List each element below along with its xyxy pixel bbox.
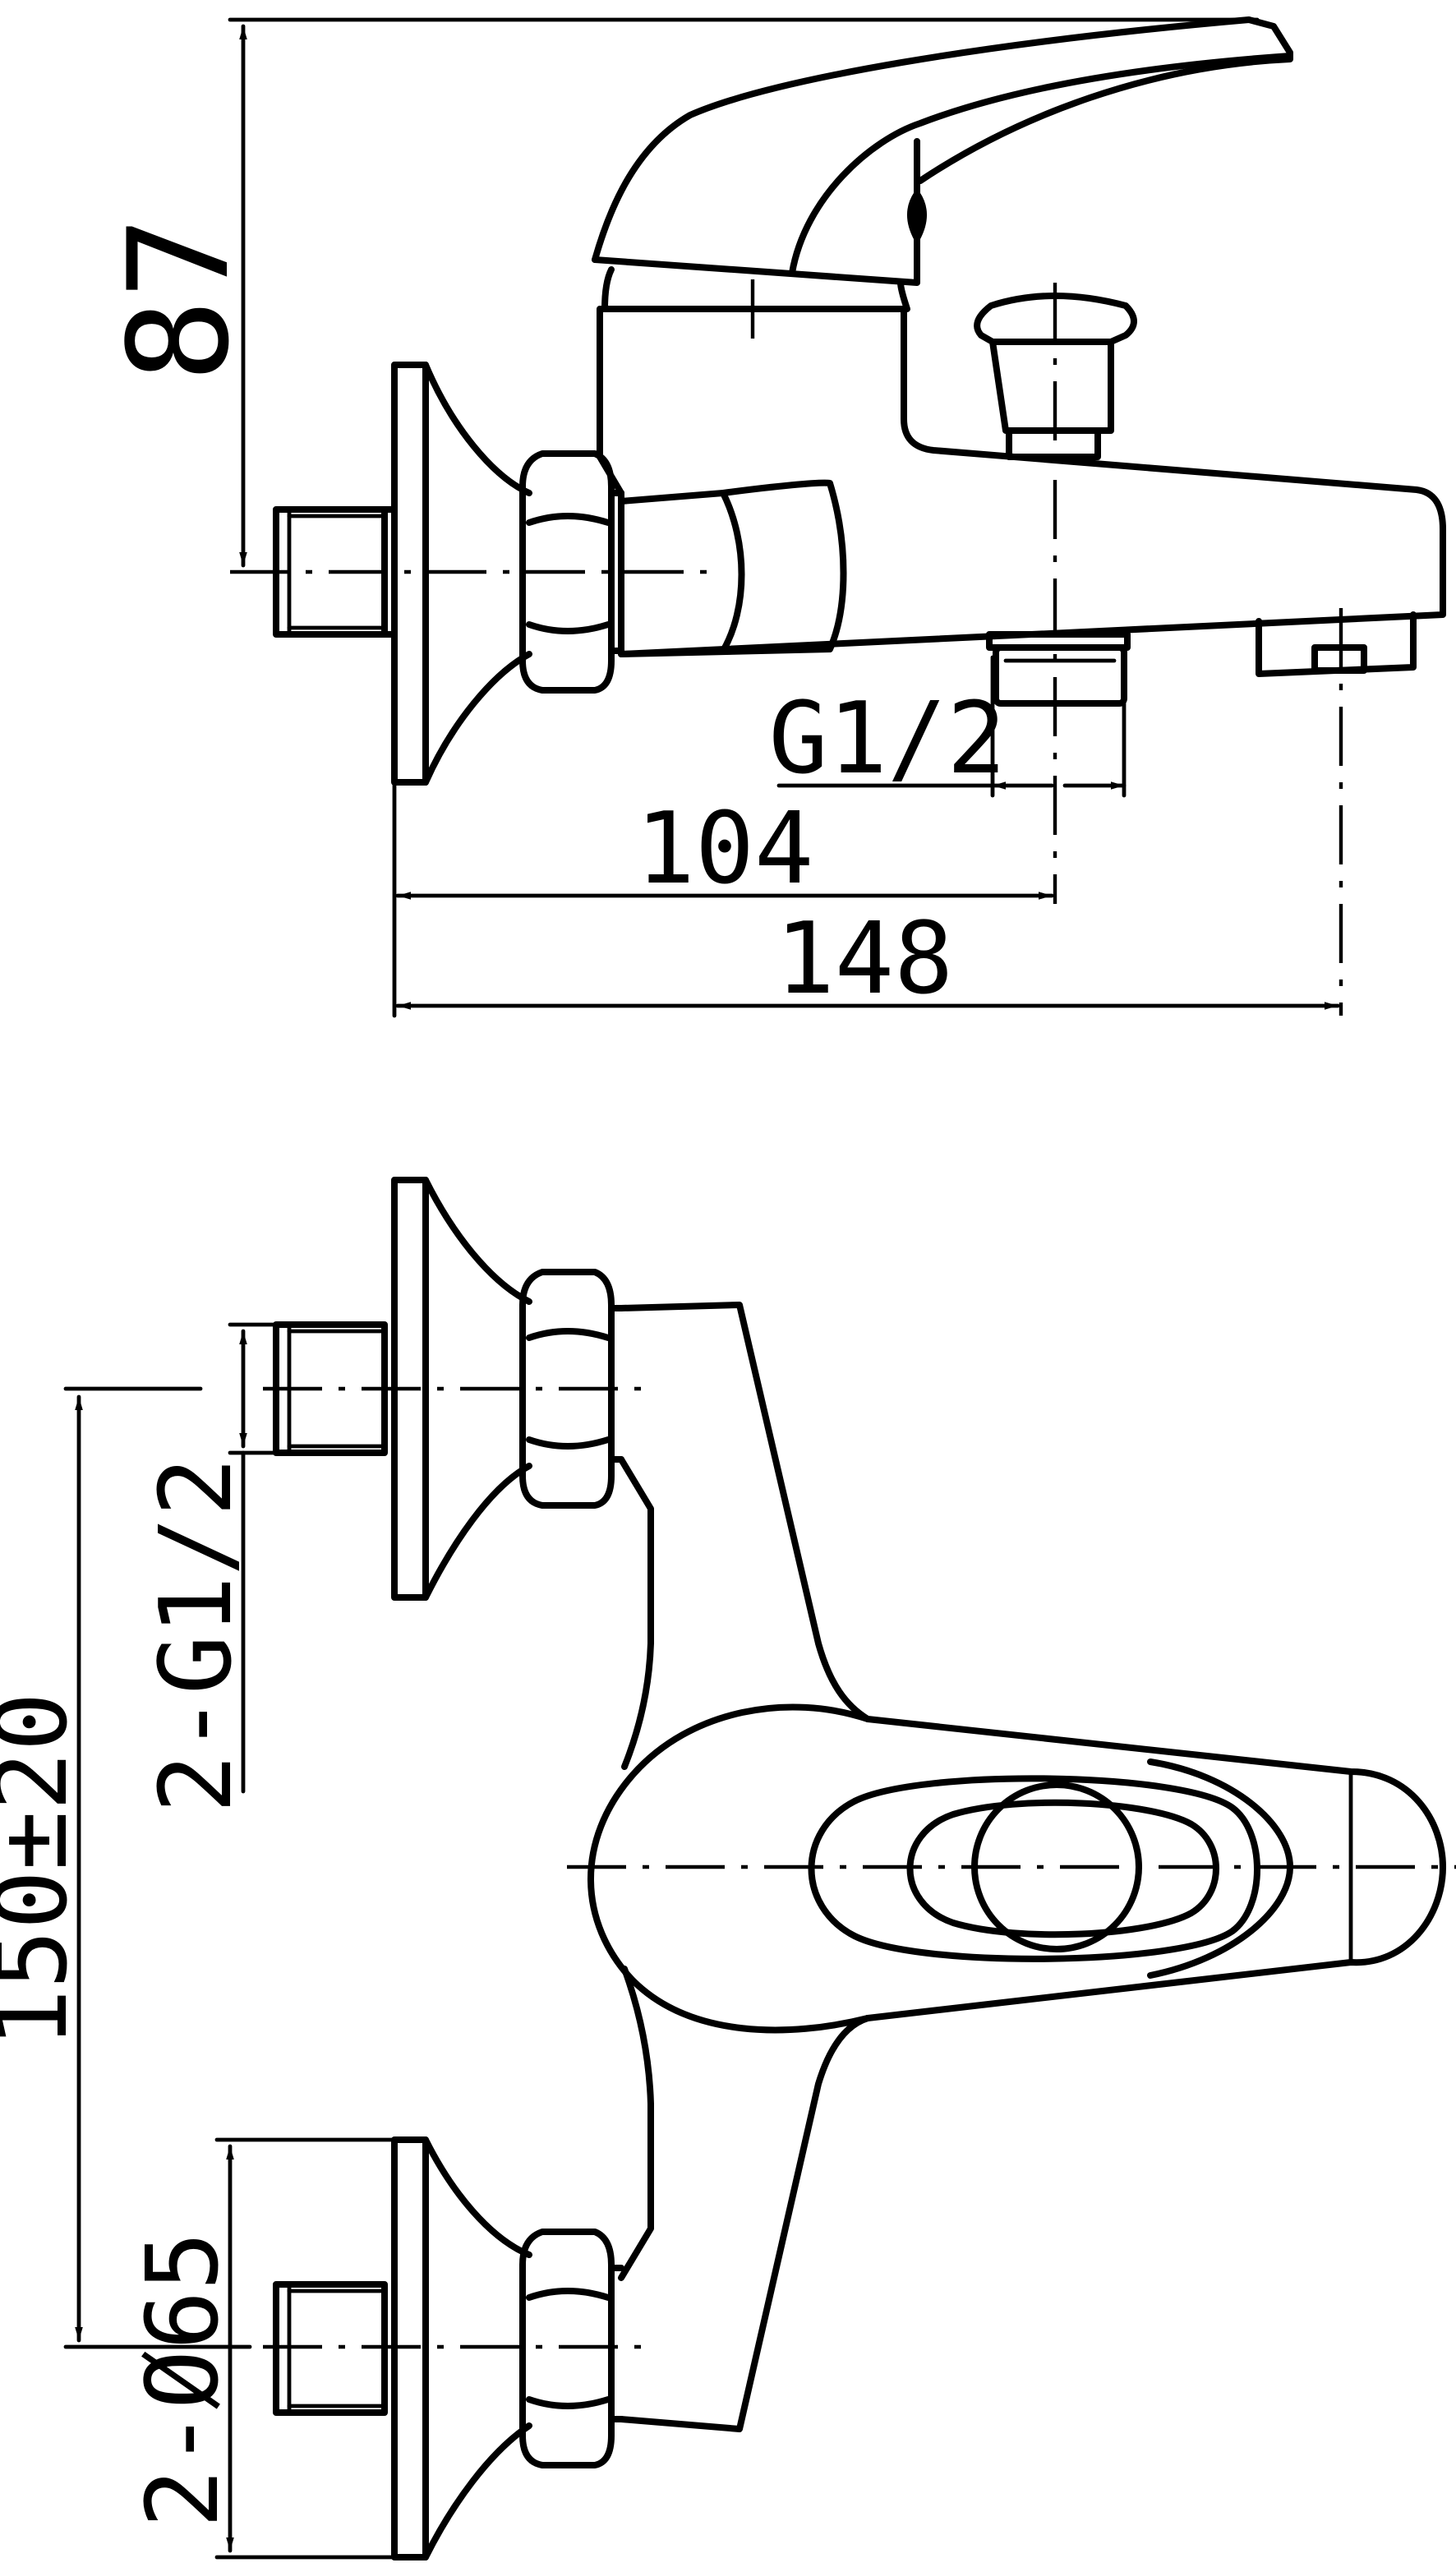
dim-inlet-thread-label: 2-G1/2	[140, 1457, 254, 1813]
dim-center-distance: 150±20	[0, 1386, 252, 2349]
dim-inlet-thread: 2-G1/2	[140, 1322, 282, 1814]
dim-height-87: 87	[99, 17, 1260, 568]
dim-total-148: 148	[395, 902, 1340, 1016]
dim-flange-diameter: 2-Ø65	[127, 2137, 397, 2560]
front-upper-hex-nut	[519, 1269, 624, 1509]
dim-outlet-label: 104	[636, 792, 814, 906]
side-body	[597, 266, 1446, 657]
side-center-lines	[230, 279, 1343, 1016]
dim-outlet-104: 104	[392, 780, 1054, 1018]
side-flange	[391, 362, 532, 786]
front-view: 2-G1/2 150±20 2-Ø65	[0, 1177, 1456, 2560]
front-body	[587, 1302, 871, 2432]
side-shower-outlet	[986, 631, 1131, 707]
dim-center-distance-label: 150±20	[0, 1692, 90, 2048]
dim-flange-diameter-label: 2-Ø65	[127, 2231, 241, 2528]
dim-thread-g12: G1/2	[769, 655, 1127, 798]
dim-total-label: 148	[776, 902, 954, 1016]
side-lever-handle	[592, 16, 1293, 286]
dim-thread-label: G1/2	[769, 682, 1007, 796]
side-view: 87 G1/2 104 148	[99, 16, 1446, 1018]
dim-height-label: 87	[99, 216, 260, 382]
front-center-lines	[263, 1386, 1456, 2349]
